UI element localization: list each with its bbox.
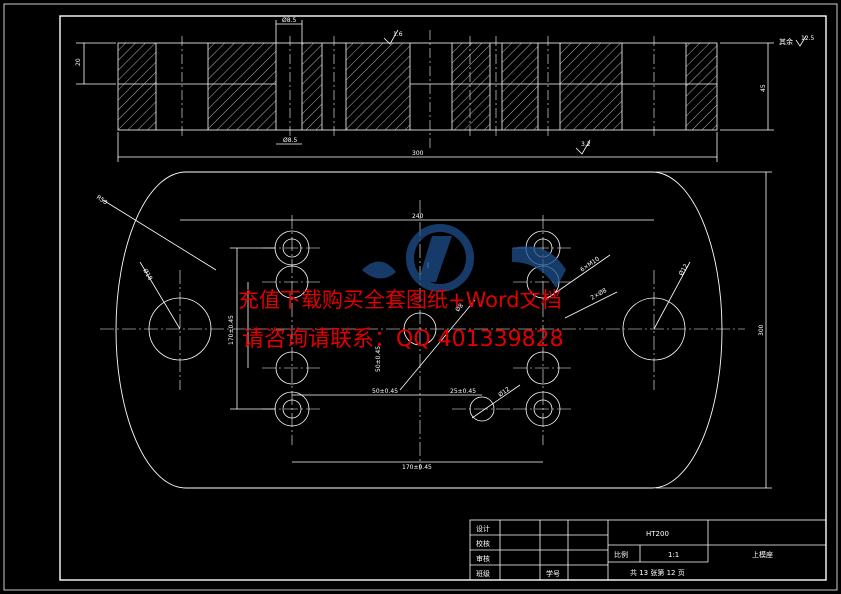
roughness-corner-value: 12.5 — [801, 35, 815, 42]
dim-plan-length: 240 — [412, 213, 424, 220]
dim-right-center-span: 25±0.45 — [450, 388, 476, 395]
dim-hole-row-span: 170±0.45 — [402, 464, 432, 471]
dim-corner-radius: R50 — [95, 194, 109, 207]
plan-view — [100, 171, 772, 489]
dim-vertical-span-mid: 50±0.45 — [375, 346, 382, 372]
roughness-corner-label: 其余 — [779, 37, 793, 46]
title-student-no: 学号 — [546, 569, 560, 578]
inner-border — [59, 15, 827, 581]
title-scale-label: 比例 — [614, 550, 628, 559]
title-scale-value: 1:1 — [668, 551, 679, 559]
dim-plan-width: 300 — [758, 324, 765, 336]
dim-bottom-slot: Ø8.5 — [283, 137, 297, 144]
dim-vertical-span-left: 170±0.45 — [228, 315, 235, 345]
watermark-line-2: 请咨询请联系：QQ 401339828 — [242, 327, 564, 352]
section-view — [76, 20, 807, 162]
watermark-line-1: 充值下载购买全套图纸+Word文档 — [238, 288, 562, 312]
title-row-design: 设计 — [476, 524, 490, 533]
title-part-name: 上模座 — [752, 550, 773, 559]
dim-bottom-center-span: 50±0.45 — [372, 388, 398, 395]
roughness-mid: 1.6 — [393, 31, 403, 38]
outer-border — [3, 3, 838, 591]
dim-right-height: 45 — [760, 84, 767, 92]
title-block — [469, 519, 827, 581]
dim-top-slot: Ø8.5 — [282, 17, 296, 24]
dim-left-height: 20 — [75, 58, 82, 66]
title-row-review: 审核 — [476, 554, 490, 563]
title-row-class: 班级 — [476, 569, 490, 578]
dim-small-hole: Ø12 — [497, 386, 511, 399]
title-material: HT200 — [646, 530, 669, 538]
dim-big-hole: Ø18 — [141, 268, 153, 282]
title-row-check: 校核 — [476, 539, 490, 548]
title-sheet-info: 共 13 张第 12 页 — [630, 568, 685, 577]
logo-watermark — [362, 224, 566, 292]
dim-center-hole: Ø8 — [454, 302, 465, 313]
dim-top-width: 300 — [412, 150, 424, 157]
hole-note-1: 6×M10 — [579, 255, 601, 273]
roughness-right: 3.2 — [581, 141, 591, 148]
hole-note-2: 2×Ø8 — [590, 287, 609, 302]
